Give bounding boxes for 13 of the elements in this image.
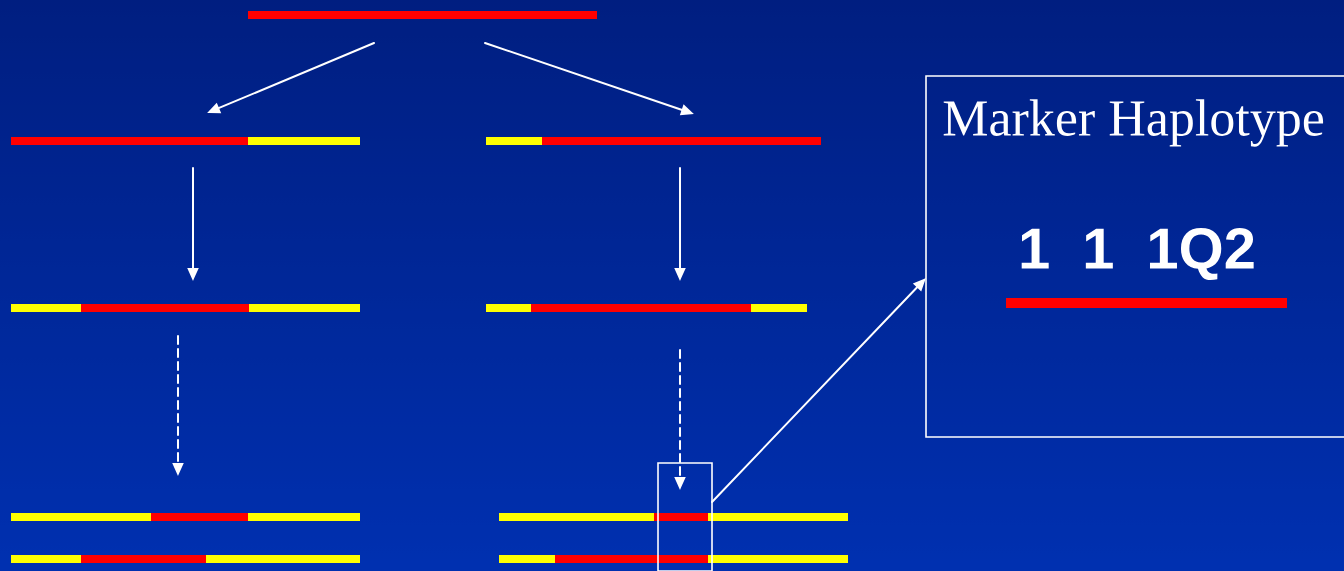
chromosome-bar (486, 304, 807, 312)
chromosome-bar (486, 137, 821, 145)
arrow (711, 278, 926, 503)
chromosome-bar (11, 304, 360, 312)
haplotype-values: 1 1 1Q2 (1021, 228, 1254, 280)
highlight-box (657, 462, 713, 571)
chromosome-bar (11, 555, 360, 563)
box-title: Marker Haplotype (943, 99, 1324, 147)
chromosome-bar (11, 137, 360, 145)
chromosome-bar (499, 555, 848, 563)
chromosome-bar (499, 513, 848, 521)
chromosome-bar (11, 513, 360, 521)
chromosome-bar (248, 11, 597, 19)
